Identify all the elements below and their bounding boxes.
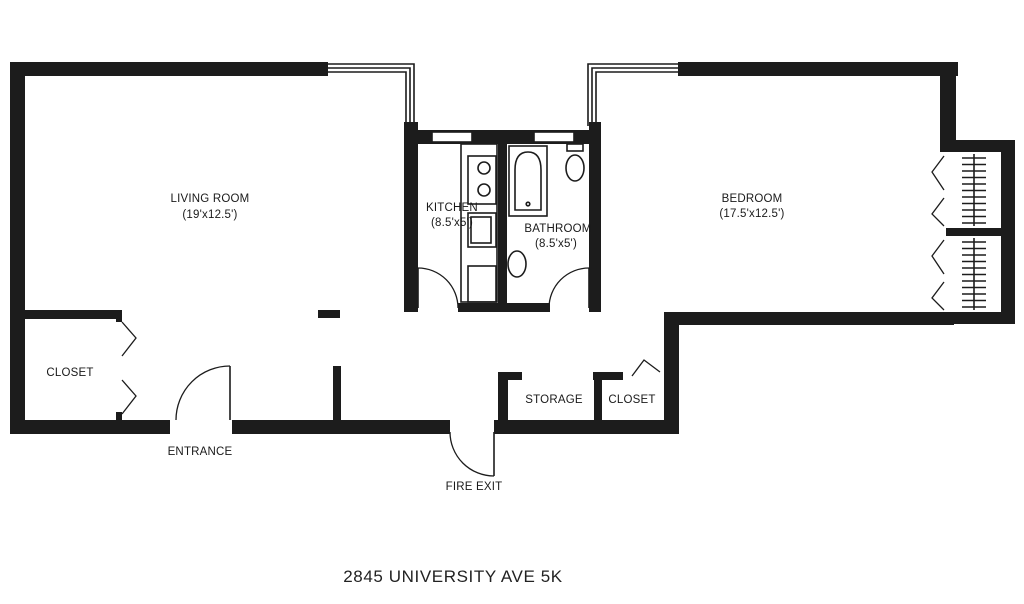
living-room-size: (19'x12.5') xyxy=(182,209,237,221)
closet-left-name: CLOSET xyxy=(46,367,93,379)
windows xyxy=(328,63,678,143)
kitchen-size: (8.5'x5') xyxy=(431,217,473,229)
bedroom-name: BEDROOM xyxy=(722,193,783,205)
kitchen-fixtures xyxy=(460,143,498,303)
bedroom-closets xyxy=(931,154,986,311)
address-caption: 2845 UNIVERSITY AVE 5K xyxy=(343,567,563,586)
bathroom-fixtures xyxy=(507,143,585,278)
entrance-label: ENTRANCE xyxy=(168,446,233,458)
room-labels: LIVING ROOM (19'x12.5') KITCHEN (8.5'x5'… xyxy=(46,193,784,493)
storage-name: STORAGE xyxy=(525,394,583,406)
living-room-name: LIVING ROOM xyxy=(171,193,250,205)
walls xyxy=(10,62,1015,434)
closet-hall-name: CLOSET xyxy=(608,394,655,406)
kitchen-name: KITCHEN xyxy=(426,202,478,214)
bathroom-name: BATHROOM xyxy=(524,223,591,235)
fire-exit-label: FIRE EXIT xyxy=(446,481,503,493)
bathroom-size: (8.5'x5') xyxy=(535,238,577,250)
bedroom-size: (17.5'x12.5') xyxy=(719,208,784,220)
doors xyxy=(116,267,661,477)
